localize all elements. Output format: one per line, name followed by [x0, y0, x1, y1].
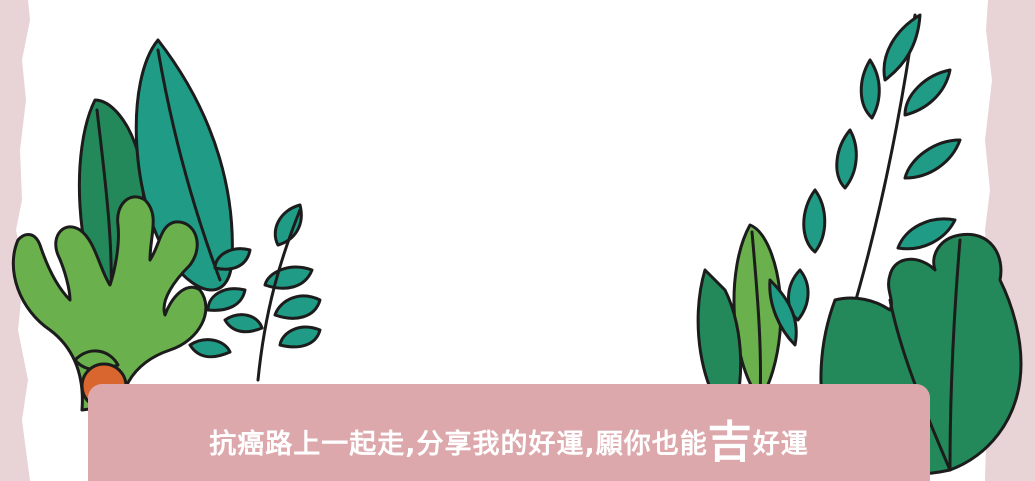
slogan-text-after: 好運 [752, 428, 809, 460]
slogan-banner: 抗癌路上一起走,分享我的好運,願你也能吉好運 [88, 384, 930, 481]
slogan-highlight-character: 吉 [707, 416, 753, 468]
slogan-text: 抗癌路上一起走,分享我的好運,願你也能吉好運 [209, 406, 809, 470]
slogan-text-before: 抗癌路上一起走,分享我的好運,願你也能 [209, 428, 708, 460]
